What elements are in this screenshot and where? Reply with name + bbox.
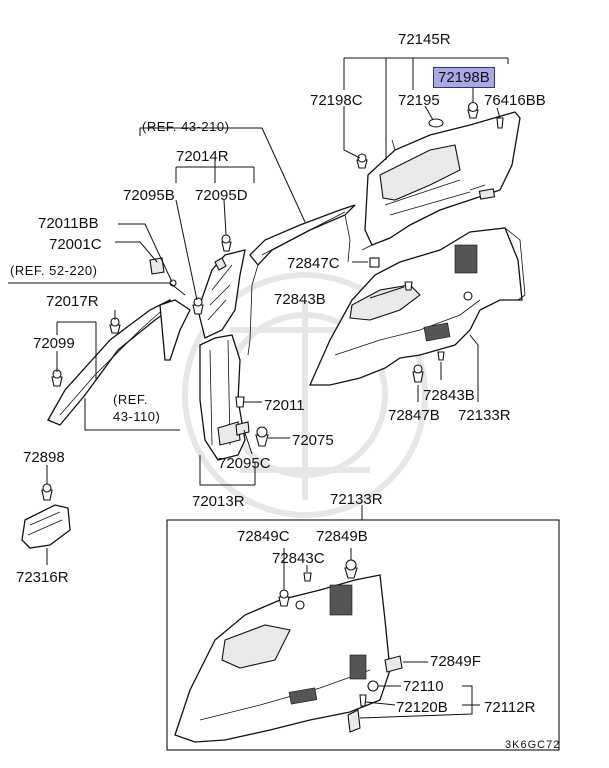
clip-72095D (221, 234, 232, 252)
clip-72849C (278, 589, 290, 607)
clip-72898 (41, 483, 53, 501)
callout-72849C: 72849C (237, 528, 290, 545)
clip-72095B (192, 297, 204, 315)
callout-72847C: 72847C (287, 255, 340, 272)
clip-72195 (428, 118, 444, 128)
clip-72849B (344, 559, 358, 579)
clip-72843B-top (404, 281, 413, 291)
leaders-72013R (199, 401, 290, 486)
leaders-left-pillar (8, 223, 186, 431)
callout-72145R: 72145R (398, 31, 451, 48)
clip-72017R-head (109, 317, 121, 334)
callout-ref-43-110-line2: 43-110) (113, 409, 161, 424)
callout-ref-43-210: (REF. 43-210) (142, 119, 230, 134)
clip-72099 (51, 369, 63, 387)
callout-72075: 72075 (292, 432, 334, 449)
callout-72110: 72110 (403, 678, 444, 695)
callout-72133R-mid: 72133R (458, 407, 511, 424)
leader-ref-43-210 (261, 127, 306, 223)
callout-72095C: 72095C (218, 455, 271, 472)
callout-72847B: 72847B (388, 407, 440, 424)
clip-72001C (149, 257, 165, 275)
callout-72001C: 72001C (49, 236, 102, 253)
leader-ref-43-210-b (139, 127, 262, 136)
detail-box (166, 519, 560, 751)
clip-72849F (384, 655, 403, 673)
callout-72198B-highlighted[interactable]: 72198B (433, 67, 495, 88)
bracket-72112R (347, 709, 361, 733)
callout-72112R: 72112R (484, 699, 536, 716)
drawing-code: 3K6GC72 (505, 739, 561, 751)
quarter-trim-assembly (308, 227, 526, 386)
callout-72011: 72011 (264, 397, 305, 414)
clip-72095C (235, 421, 250, 436)
leaders-upper (343, 57, 509, 160)
callout-72014R: 72014R (176, 148, 229, 165)
callout-72095D: 72095D (195, 187, 248, 204)
callout-72099: 72099 (33, 335, 75, 352)
clip-72120B (359, 694, 367, 707)
leaders-mid-right (352, 261, 479, 402)
clip-72843C (303, 572, 312, 582)
callout-72095B: 72095B (123, 187, 175, 204)
callout-ref-52-220: (REF. 52-220) (10, 263, 98, 278)
clip-72198C (356, 153, 368, 169)
clip-76416BB (496, 117, 504, 129)
detail-quarter-trim (174, 574, 391, 743)
callout-76416BB: 76416BB (484, 92, 546, 109)
callout-72849B: 72849B (316, 528, 368, 545)
bracket-72316R (21, 504, 71, 549)
front-pillar-trim-72017R (47, 299, 191, 426)
clip-72011 (235, 396, 245, 408)
callout-72017R: 72017R (46, 293, 99, 310)
rear-glass-pillar-band (247, 204, 356, 356)
clip-72847C (369, 257, 380, 268)
callout-72195: 72195 (398, 92, 440, 109)
clip-72198B (467, 101, 479, 119)
callout-72898: 72898 (23, 449, 65, 466)
callout-72011BB: 72011BB (38, 215, 99, 232)
callout-72133R-box: 72133R (330, 491, 383, 508)
quarter-upper-trim (361, 111, 521, 251)
clip-72847B (412, 364, 424, 383)
clip-72843B-mid (437, 351, 445, 361)
center-pillar-trim-72014R (197, 249, 246, 339)
callout-72013R: 72013R (192, 493, 245, 510)
leaders-72014R (175, 158, 255, 301)
clip-72075 (255, 426, 269, 447)
callout-72316R: 72316R (16, 569, 69, 586)
leaders-detail (283, 548, 480, 719)
callout-72120B: 72120B (396, 699, 448, 716)
callout-72198C: 72198C (310, 92, 363, 109)
watermark (182, 272, 428, 518)
callout-72843B-top: 72843B (274, 291, 326, 308)
lower-pillar-trim-72013R (199, 334, 246, 461)
callout-72843B-mid: 72843B (423, 387, 475, 404)
callout-ref-43-110-line1: (REF. (113, 392, 148, 407)
callout-72849F: 72849F (430, 653, 481, 670)
clip-72110 (367, 680, 379, 692)
callout-72843C: 72843C (272, 550, 325, 567)
